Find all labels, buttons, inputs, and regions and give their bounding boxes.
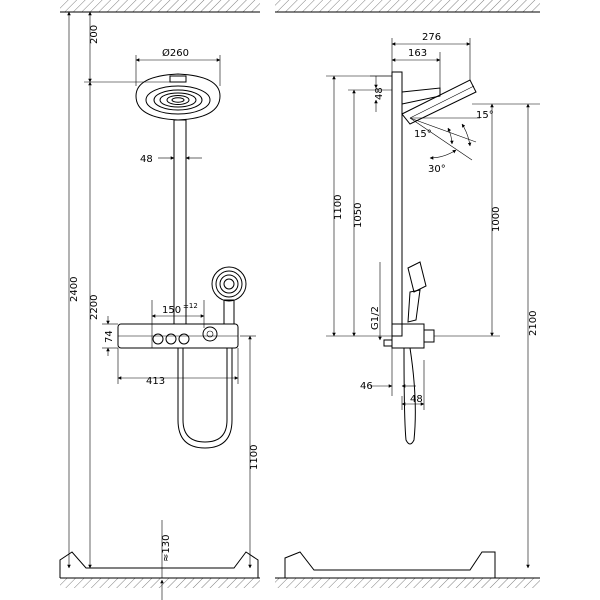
dim-48-arm-label: 48 — [140, 154, 153, 165]
dim-head-diameter-label: Ø260 — [162, 47, 189, 59]
tilt-angles: 15° 15° 30° — [409, 110, 494, 175]
dim-74-label: 74 — [104, 330, 115, 343]
floor-left — [59, 551, 260, 588]
dim-g12-label: G1/2 — [370, 306, 381, 330]
dim-2400-label: 2400 — [69, 277, 80, 302]
angle-30: 30° — [428, 164, 446, 175]
angle-15-b: 15° — [476, 110, 494, 121]
dim-2100-label: 2100 — [528, 311, 539, 336]
hand-shower-front — [211, 266, 247, 325]
dim-46-label: 46 — [360, 381, 373, 392]
overhead-shower-side — [401, 79, 477, 125]
dim-48-head: 48 — [370, 75, 392, 112]
dim-2100: 2100 — [526, 103, 539, 569]
dim-head-diameter: Ø260 — [135, 47, 221, 86]
ceiling-left — [60, 0, 260, 13]
dim-1100-hose-label: 1100 — [249, 445, 260, 470]
dim-163-label: 163 — [408, 48, 427, 59]
dim-g12: G1/2 — [370, 262, 382, 341]
dim-1050: 1050 — [348, 89, 392, 337]
dim-48-handle: 48 — [401, 360, 425, 410]
dim-130-label: ≈130 — [161, 535, 172, 562]
dim-74: 74 — [102, 316, 118, 356]
dim-2400: 2400 — [67, 11, 80, 569]
hand-shower-side — [407, 261, 427, 323]
dim-413: 413 — [117, 348, 239, 387]
dim-276-label: 276 — [422, 32, 441, 43]
shower-column-left — [173, 119, 187, 325]
dim-200-label: 200 — [89, 25, 100, 44]
thermostat-front — [117, 323, 239, 349]
dim-1050-label: 1050 — [353, 203, 364, 228]
overhead-shower-front — [135, 73, 221, 121]
dim-1000-label: 1000 — [491, 207, 502, 232]
dim-163: 163 — [391, 48, 441, 88]
angle-15-a: 15° — [414, 129, 432, 140]
dim-276: 276 — [391, 32, 471, 80]
dim-1100-column-label: 1100 — [333, 195, 344, 220]
dim-130: ≈130 — [160, 520, 172, 600]
dim-1100-hose: 1100 — [240, 335, 260, 569]
dim-2200-label: 2200 — [89, 295, 100, 320]
dim-1000: 1000 — [434, 103, 540, 337]
dim-48-head-label: 48 — [374, 87, 385, 100]
wall-rail-right — [391, 71, 403, 337]
dim-2200: 2200 — [88, 81, 100, 569]
ceiling-right — [275, 0, 540, 13]
dim-46: 46 — [360, 348, 416, 396]
shower-hose-left — [177, 348, 233, 449]
floor-right — [275, 551, 540, 588]
dim-150-label: 150 — [162, 305, 181, 316]
dim-200: 200 — [84, 11, 178, 83]
dim-1100-column: 1100 — [326, 75, 392, 337]
dim-150: 150 ±12 — [151, 300, 205, 348]
dim-150-tolerance: ±12 — [183, 302, 198, 310]
dim-413-label: 413 — [146, 376, 165, 387]
dim-48-handle-label: 48 — [410, 394, 423, 405]
dim-48-arm: 48 — [140, 154, 202, 165]
